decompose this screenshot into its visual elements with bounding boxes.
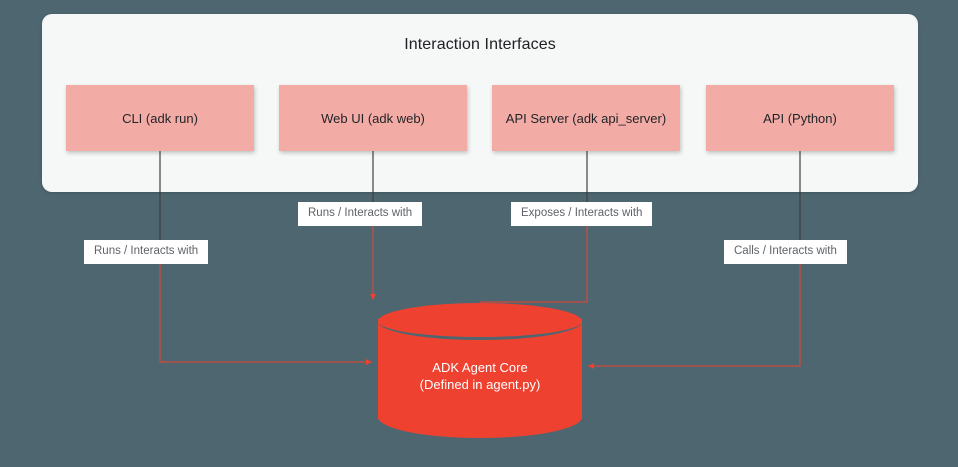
edge-label-web-ui: Runs / Interacts with — [298, 202, 423, 226]
adk-agent-core-cylinder[interactable]: ADK Agent Core (Defined in agent.py) — [378, 303, 582, 438]
edge-label-cli: Runs / Interacts with — [84, 240, 209, 264]
edge-label-text: Calls / Interacts with — [734, 244, 837, 257]
interface-box-cli[interactable]: CLI (adk run) — [66, 85, 254, 151]
connector-cli-to-core — [159, 264, 372, 365]
cylinder-label: ADK Agent Core (Defined in agent.py) — [378, 359, 582, 393]
interface-box-label: CLI (adk run) — [122, 110, 198, 126]
interface-box-label: Web UI (adk web) — [321, 110, 425, 126]
interface-box-label: API (Python) — [763, 110, 837, 126]
edge-label-api-server: Exposes / Interacts with — [511, 202, 653, 226]
interface-box-label: API Server (adk api_server) — [505, 110, 667, 126]
interface-box-web-ui[interactable]: Web UI (adk web) — [279, 85, 467, 151]
edge-label-text: Runs / Interacts with — [308, 206, 413, 219]
edge-label-api-python: Calls / Interacts with — [724, 240, 847, 264]
interface-box-api-server[interactable]: API Server (adk api_server) — [492, 85, 680, 151]
edge-label-text: Exposes / Interacts with — [521, 206, 643, 219]
connector-apiserver-to-core — [480, 226, 588, 303]
cylinder-label-line1: ADK Agent Core — [432, 360, 528, 375]
cylinder-top-ellipse — [378, 303, 582, 340]
connector-apipython-to-core — [588, 264, 801, 369]
cylinder-label-line2: (Defined in agent.py) — [419, 377, 541, 392]
panel-title: Interaction Interfaces — [404, 36, 556, 53]
interface-box-api-python[interactable]: API (Python) — [706, 85, 894, 151]
edge-label-text: Runs / Interacts with — [94, 244, 199, 257]
